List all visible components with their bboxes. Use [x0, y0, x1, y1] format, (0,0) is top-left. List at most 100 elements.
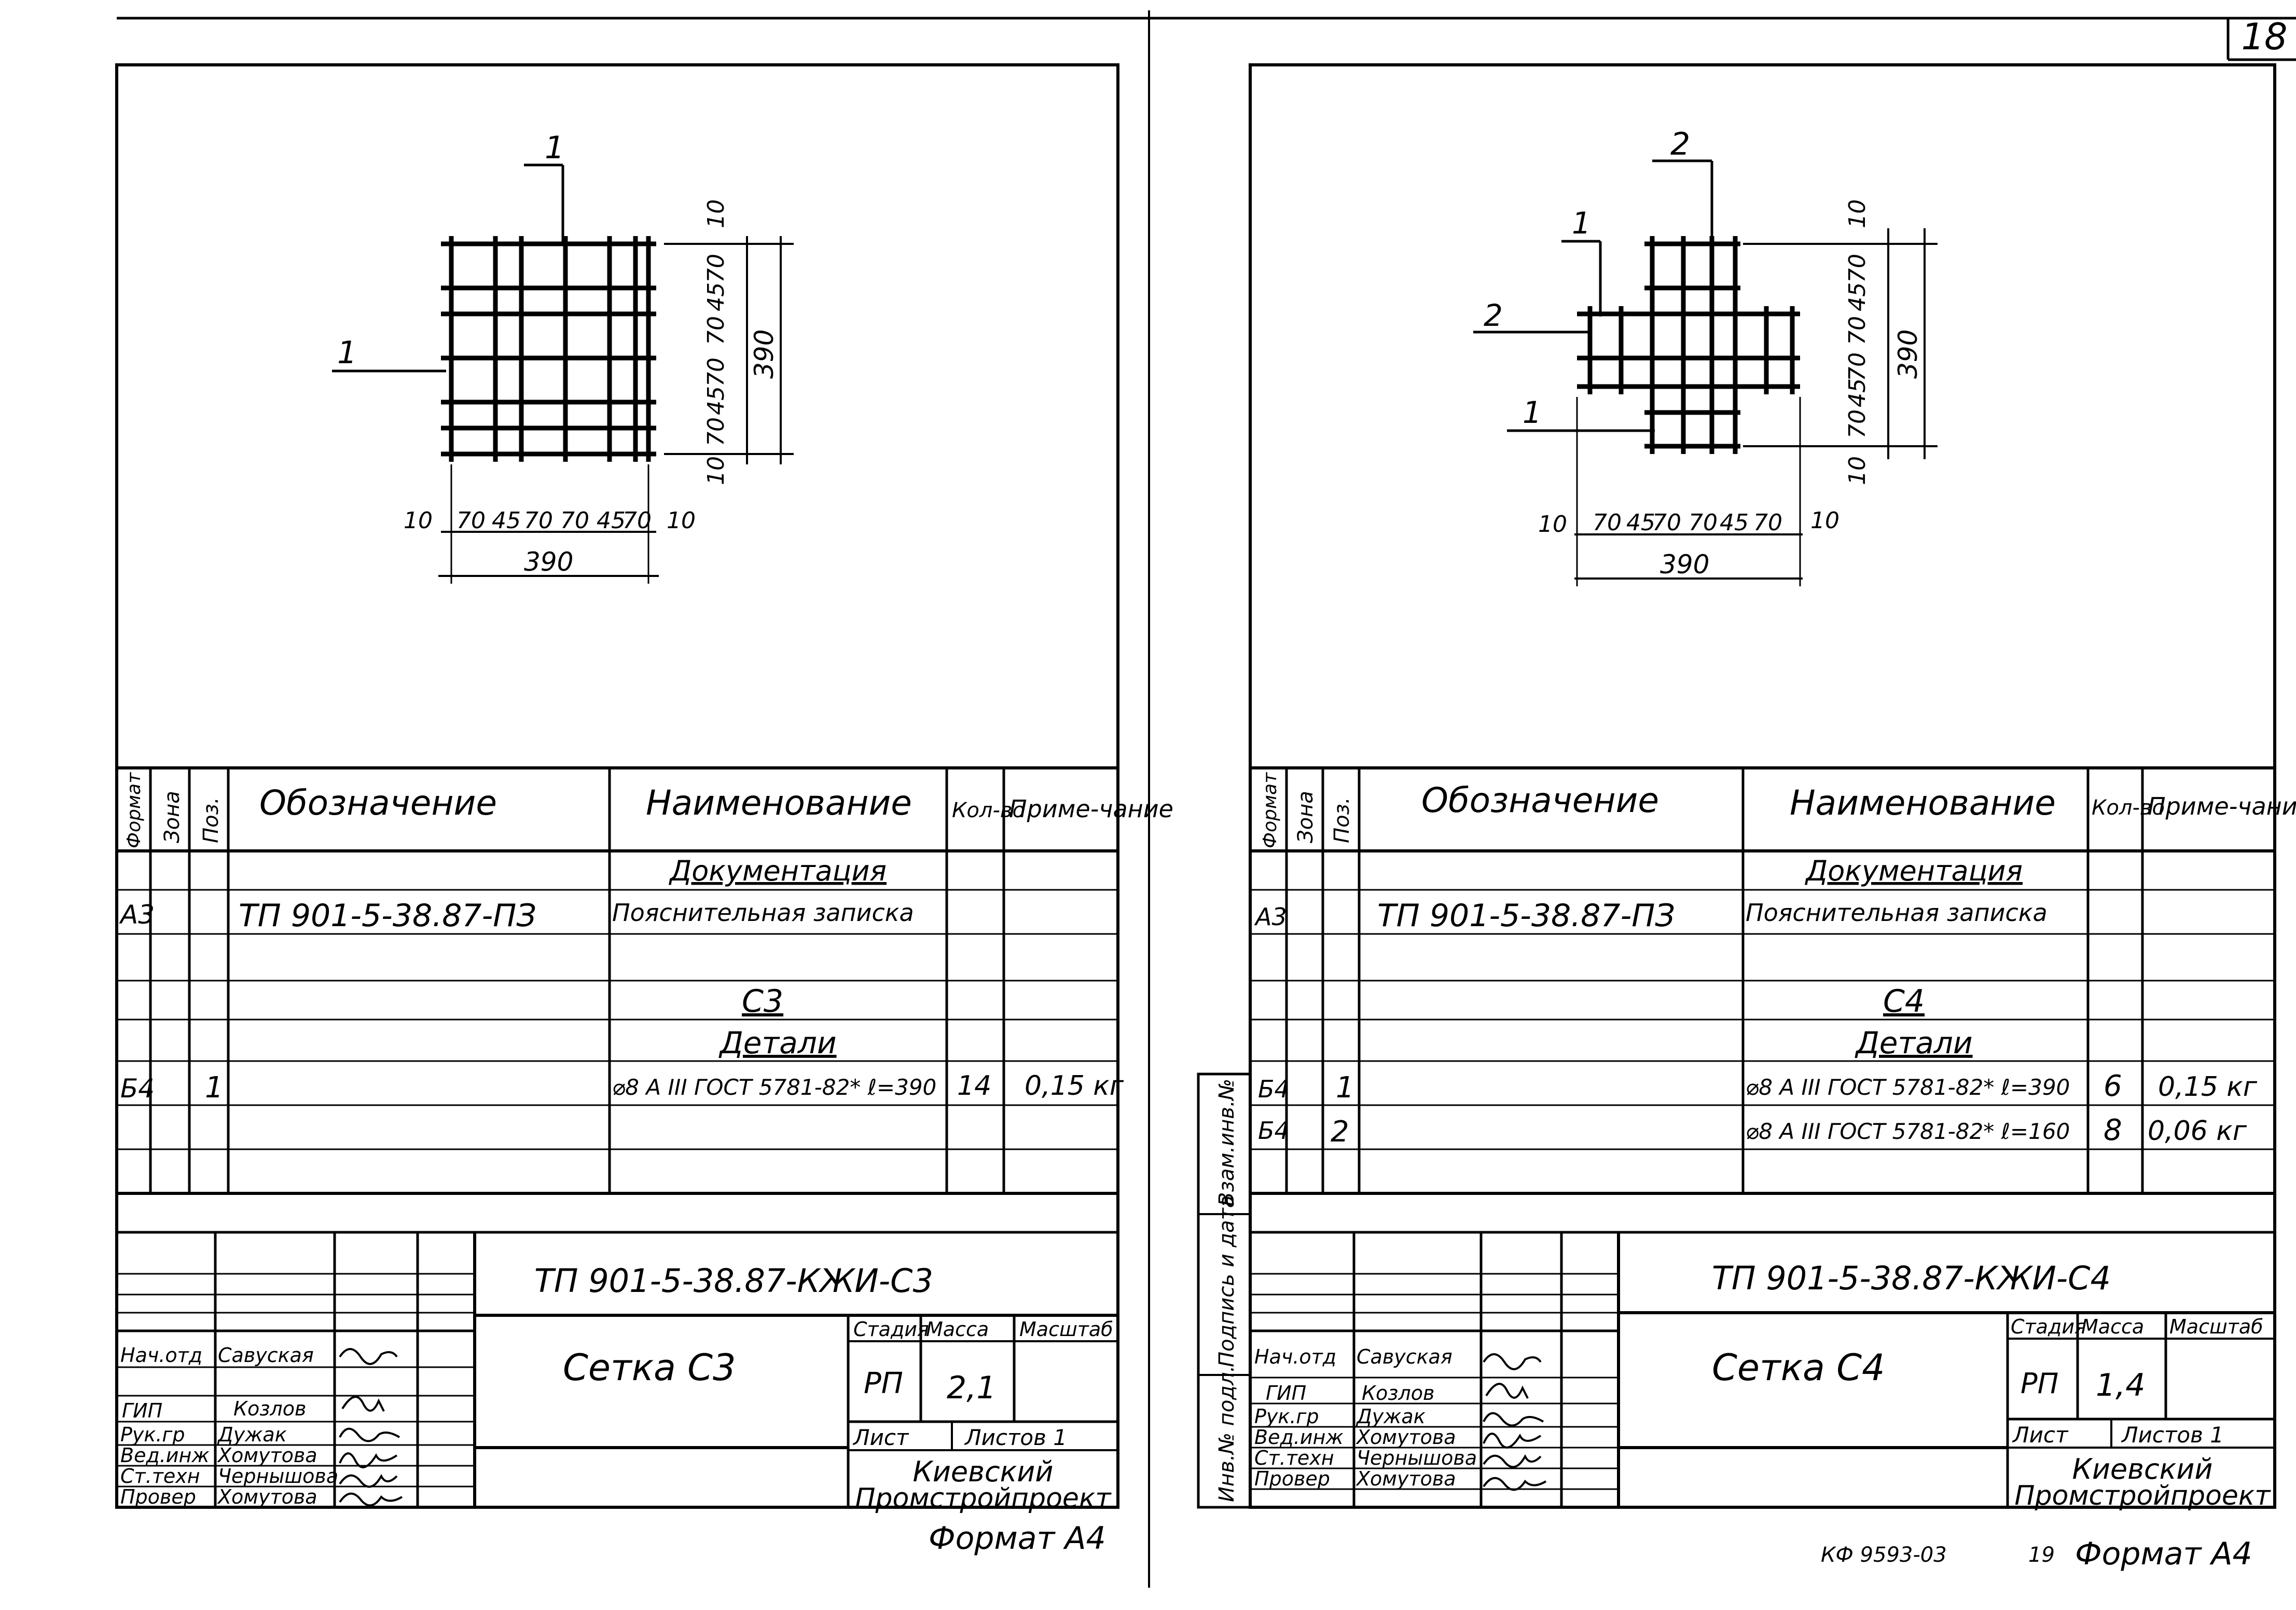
table-row: Детали — [718, 1025, 836, 1061]
title-block-c4: ТП 901-5-38.87-КЖИ-С4 Сетка С4 Стадия Ма… — [1250, 1231, 2275, 1511]
name-c4-5: Хомутова — [1356, 1467, 1456, 1490]
org-c3-line2: Промстройпроект — [855, 1483, 1112, 1514]
dim-c3-v-1: 70 — [703, 254, 729, 283]
mass-c3: 2,1 — [947, 1370, 996, 1406]
name-c4-2: Дужак — [1356, 1405, 1426, 1428]
dim-c4-v-0: 10 — [1844, 199, 1871, 228]
name-c4-0: Савуская — [1357, 1345, 1453, 1368]
row-c3-3-name: С3 — [742, 983, 783, 1020]
dim-c4-v-total: 390 — [1893, 329, 1923, 379]
footer-code: КФ 9593-03 — [1821, 1543, 1947, 1567]
row-c4-5-format: Б4 — [1258, 1075, 1290, 1103]
title-c3: Сетка С3 — [563, 1346, 736, 1389]
role-c3-2: Рук.гр — [120, 1423, 185, 1446]
dim-c3-h-3: 70 — [524, 507, 553, 534]
table-row: С3 — [742, 983, 783, 1020]
callout-c4-mid-left: 2 — [1484, 298, 1503, 333]
table-row: А3 ТП 901-5-38.87-ПЗ Пояснительная запис… — [119, 898, 914, 934]
dim-c3-v-2: 45 — [703, 282, 729, 311]
name-c4-4: Чернышова — [1357, 1447, 1477, 1469]
footer-page: 19 — [2028, 1543, 2055, 1567]
title-block-c3: ТП 901-5-38.87-КЖИ-С3 Сетка С3 Стадия Ма… — [117, 1231, 1118, 1514]
mesh-c4-drawing — [1577, 236, 1800, 454]
dim-c4-v-3: 70 — [1844, 316, 1871, 345]
row-c3-1-designation: ТП 901-5-38.87-ПЗ — [239, 898, 536, 934]
row-c4-1-format: А3 — [1254, 903, 1287, 931]
name-c4-3: Хомутова — [1356, 1426, 1456, 1449]
signature-marks-c3 — [339, 1348, 403, 1507]
dim-c4-h-0: 10 — [1538, 511, 1567, 538]
role-c4-3: Вед.инж — [1254, 1426, 1344, 1449]
name-c3-3: Хомутова — [217, 1444, 317, 1467]
row-c3-5-pos: 1 — [205, 1071, 224, 1105]
sheet-label-c3: Лист — [852, 1425, 909, 1450]
dim-c3-v-5: 45 — [703, 386, 729, 415]
dim-c4-v-4: 70 — [1844, 352, 1871, 381]
table-row: А3 ТП 901-5-38.87-ПЗ Пояснительная запис… — [1254, 898, 2048, 934]
org-c4-line1: Киевский — [2072, 1453, 2213, 1485]
dim-c3-h-1: 70 — [457, 507, 486, 534]
callout-c4-lower-left: 1 — [1523, 395, 1542, 430]
page-number: 18 — [2241, 16, 2287, 58]
mass-c4: 1,4 — [2096, 1367, 2145, 1403]
dim-c3-h-6: 70 — [623, 507, 652, 534]
dim-c4-v-7: 10 — [1844, 456, 1871, 485]
dim-c3-h-5: 45 — [597, 507, 626, 534]
row-c4-6-qty: 8 — [2104, 1113, 2122, 1147]
row-c4-5-note: 0,15 кг — [2158, 1071, 2258, 1103]
mesh-c4-leaders: 2 1 2 1 — [1473, 126, 1713, 432]
dim-c3-v-total: 390 — [749, 329, 779, 379]
hdr-c4-designation: Обозначение — [1421, 780, 1659, 820]
format-label-c3: Формат А4 — [929, 1520, 1106, 1557]
hdr-c3-name: Наименование — [646, 783, 912, 823]
row-c4-1-designation: ТП 901-5-38.87-ПЗ — [1377, 898, 1675, 934]
stage-c4: РП — [2021, 1367, 2058, 1400]
stage-c3: РП — [864, 1367, 903, 1400]
row-c4-3-name: С4 — [1883, 983, 1925, 1020]
dim-c4-v-6: 70 — [1844, 409, 1871, 438]
dim-c4-h-1: 70 — [1593, 510, 1622, 536]
row-c4-5-qty: 6 — [2104, 1069, 2122, 1103]
mesh-c3-dimensions: 10 70 45 70 70 45 70 10 390 10 70 45 70 … — [404, 199, 794, 584]
page-frame: 18 — [117, 10, 2296, 1588]
dim-c3-h-7: 10 — [667, 507, 696, 534]
title-c4: Сетка С4 — [1712, 1346, 1885, 1389]
sheet-c4: Инв.№ подл. Подпись и дата Взам.инв.№ 2 — [1197, 63, 2296, 1572]
stage-label-c3: Стадия — [853, 1318, 929, 1341]
role-c3-3: Вед.инж — [120, 1444, 210, 1467]
role-c4-2: Рук.гр — [1254, 1405, 1319, 1428]
row-c4-5-name: ⌀8 А III ГОСТ 5781-82* ℓ=390 — [1746, 1075, 2070, 1100]
hdr-c4-format: Формат — [1260, 772, 1281, 848]
role-c3-5: Провер — [120, 1485, 196, 1508]
dim-c4-h-6: 70 — [1753, 510, 1782, 536]
table-row: Документация — [669, 855, 887, 887]
sheet-label-c4: Лист — [2012, 1422, 2069, 1448]
dim-c4-h-2: 45 — [1626, 510, 1655, 536]
hdr-c4-note: Приме-чание — [2148, 792, 2296, 820]
hdr-c4-qty: Кол-во — [2092, 796, 2165, 820]
name-c3-1: Козлов — [233, 1397, 306, 1420]
table-row: Б4 1 ⌀8 А III ГОСТ 5781-82* ℓ=390 14 0,1… — [120, 1070, 1124, 1105]
org-c4-line2: Промстройпроект — [2014, 1480, 2271, 1511]
org-c3-line1: Киевский — [913, 1455, 1054, 1488]
role-c3-4: Ст.техн — [120, 1465, 200, 1488]
row-c3-1-name: Пояснительная записка — [612, 899, 914, 927]
role-c3-0: Нач.отд — [120, 1344, 202, 1367]
dim-c4-h-5: 45 — [1720, 510, 1749, 536]
name-c4-1: Козлов — [1362, 1382, 1434, 1405]
callout-c3-left: 1 — [337, 335, 357, 371]
sheets-label-c3: Листов 1 — [964, 1425, 1067, 1450]
spec-table-c4: Формат Зона Поз. Обозначение Наименовани… — [1250, 766, 2296, 1195]
format-label-c4: Формат А4 — [2075, 1536, 2252, 1572]
name-c3-4: Чернышова — [218, 1465, 338, 1488]
sheets-label-c4: Листов 1 — [2121, 1422, 2224, 1448]
stage-label-c4: Стадия — [2011, 1315, 2086, 1338]
mesh-c3-leaders: 1 1 — [332, 130, 564, 373]
role-c4-0: Нач.отд — [1254, 1345, 1336, 1368]
dim-c3-h-total: 390 — [524, 547, 573, 577]
dim-c4-v-1: 70 — [1844, 254, 1871, 283]
role-c3-1: ГИП — [122, 1399, 162, 1422]
hdr-c4-pos: Поз. — [1330, 797, 1354, 843]
dim-c4-h-total: 390 — [1660, 549, 1709, 580]
